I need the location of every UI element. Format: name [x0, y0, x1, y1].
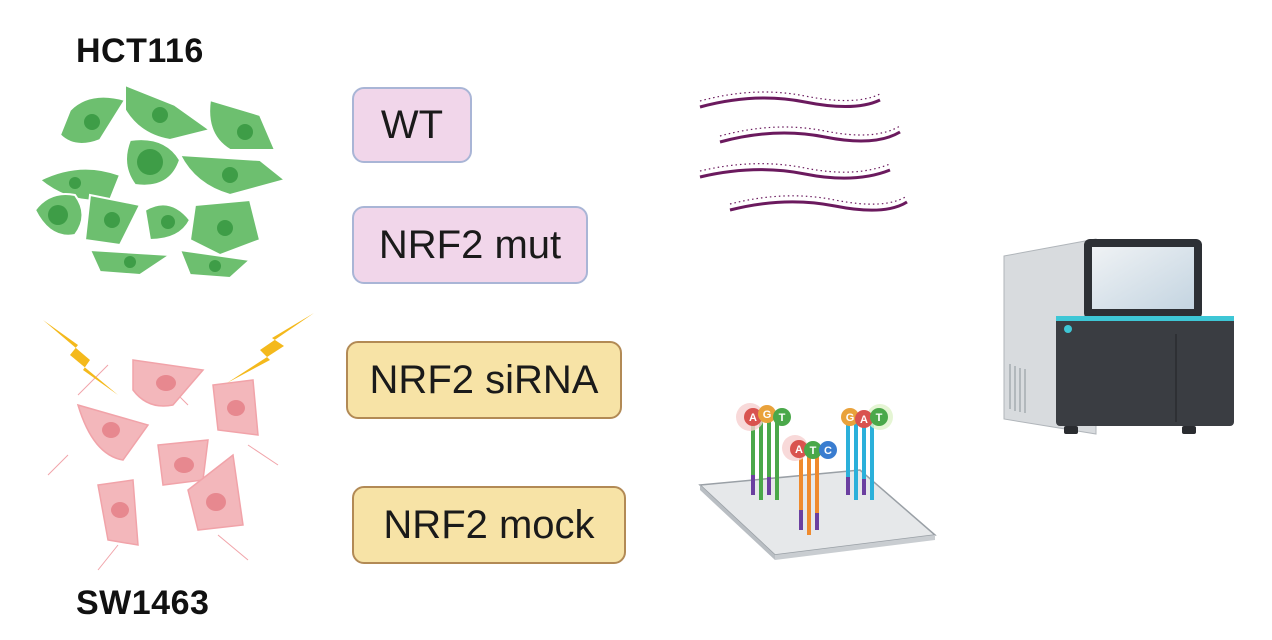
base-label: A	[795, 444, 803, 456]
lightning-icon	[227, 313, 314, 383]
condition-nrf2-mut: NRF2 mut	[352, 206, 588, 284]
base-label: T	[876, 412, 883, 424]
rna-strand-icon	[699, 91, 908, 212]
base-label: A	[860, 414, 868, 426]
condition-nrf2-sirna: NRF2 siRNA	[346, 341, 622, 419]
sequencer-machine-icon	[1003, 238, 1234, 435]
base-label: A	[749, 412, 757, 424]
base-label: G	[763, 409, 772, 421]
base-label: C	[824, 445, 832, 457]
condition-nrf2-mock: NRF2 mock	[352, 486, 626, 564]
lightning-icon	[43, 320, 118, 395]
sequencing-chip-icon: A G T A T C G A T	[698, 403, 937, 560]
pink-cell-cluster-icon	[47, 359, 279, 571]
cell-line-top-label: HCT116	[76, 32, 204, 70]
cell-line-bottom-label: SW1463	[76, 584, 210, 622]
condition-wt: WT	[352, 87, 472, 163]
green-cell-cluster-icon	[33, 83, 288, 280]
base-label: G	[846, 412, 855, 424]
base-label: T	[810, 445, 817, 457]
base-label: T	[779, 412, 786, 424]
